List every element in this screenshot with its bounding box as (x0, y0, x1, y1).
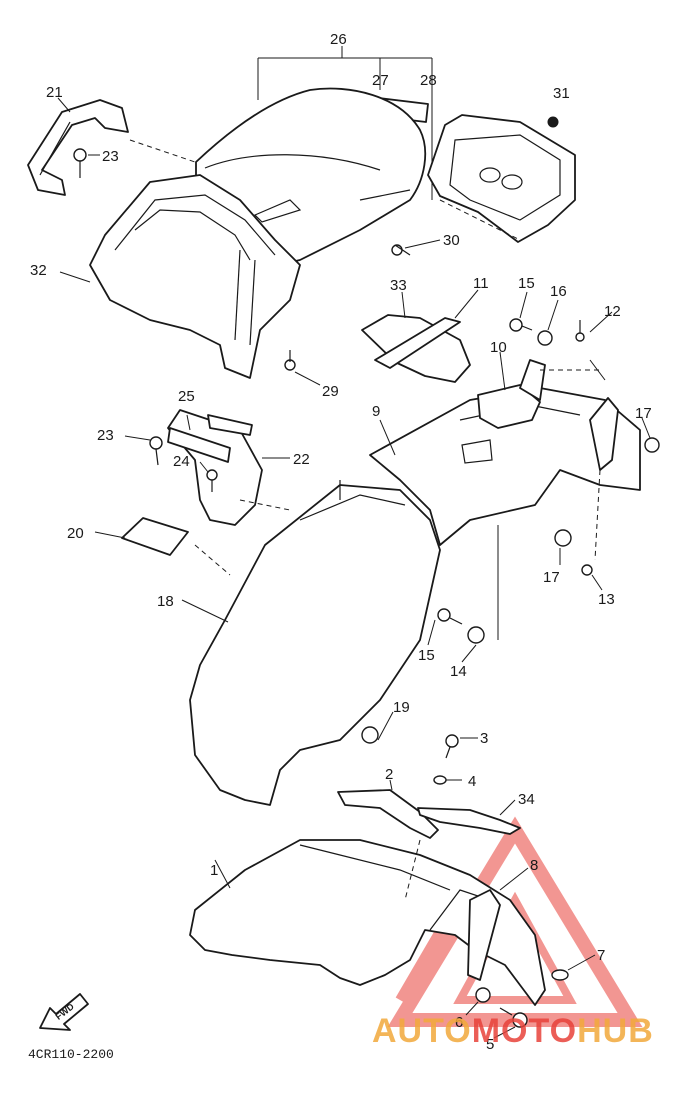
callout-13: 13 (598, 591, 615, 608)
inner-fender (189, 480, 441, 806)
callout-18: 18 (157, 593, 174, 610)
grab-handle (27, 99, 129, 196)
callout-1: 1 (210, 862, 218, 879)
fender-bracket (477, 359, 619, 471)
watermark-text: AUTOMOTOHUB (372, 1012, 654, 1050)
callout-11: 11 (473, 275, 489, 292)
reflector-plate (121, 517, 189, 556)
callout-15-lower: 15 (418, 647, 435, 664)
strap (374, 317, 461, 369)
callout-4: 4 (468, 773, 476, 790)
side-panel (167, 409, 263, 526)
callout-17-lower: 17 (543, 569, 560, 586)
callout-7: 7 (597, 947, 605, 964)
tail-cover (89, 174, 301, 379)
callout-30: 30 (443, 232, 460, 249)
watermark-part-hub: HUB (577, 1012, 654, 1050)
callout-20: 20 (67, 525, 84, 542)
callout-29: 29 (322, 383, 339, 400)
callout-21: 21 (46, 84, 63, 101)
callout-32: 32 (30, 262, 47, 279)
callout-26: 26 (330, 31, 347, 48)
callout-31: 31 (553, 85, 570, 102)
callout-12: 12 (604, 303, 621, 320)
callout-24: 24 (173, 453, 190, 470)
assembly-lines (129, 139, 606, 901)
callout-2: 2 (385, 766, 393, 783)
callout-22: 22 (293, 451, 310, 468)
callout-6: 6 (455, 1014, 463, 1031)
diagram-code: 4CR110-2200 (28, 1047, 114, 1062)
callout-8: 8 (530, 857, 538, 874)
callout-15-top: 15 (518, 275, 535, 292)
watermark-part-moto: MOTO (472, 1012, 577, 1050)
callout-17-right: 17 (635, 405, 652, 422)
callout-19: 19 (393, 699, 410, 716)
callout-14: 14 (450, 663, 467, 680)
callout-numbers: 26 27 28 21 23 31 30 32 33 11 15 16 12 2… (30, 31, 652, 1053)
fwd-arrow: FWD (39, 993, 89, 1031)
hardware (73, 116, 660, 1028)
fender-stays (337, 789, 521, 839)
callout-3: 3 (480, 730, 488, 747)
callout-27: 27 (372, 72, 389, 89)
fender-inner-bracket (467, 889, 501, 981)
callout-10: 10 (490, 339, 507, 356)
callout-28: 28 (420, 72, 437, 89)
callout-23-mid: 23 (97, 427, 114, 444)
callout-33: 33 (390, 277, 407, 294)
callout-23-top: 23 (102, 148, 119, 165)
leader-lines (57, 97, 651, 1039)
callout-25: 25 (178, 388, 195, 405)
watermark-part-auto: AUTO (372, 1012, 472, 1050)
callout-9: 9 (372, 403, 380, 420)
callout-16: 16 (550, 283, 567, 300)
taillight (427, 114, 576, 243)
callout-5: 5 (486, 1036, 494, 1053)
callout-34: 34 (518, 791, 535, 808)
